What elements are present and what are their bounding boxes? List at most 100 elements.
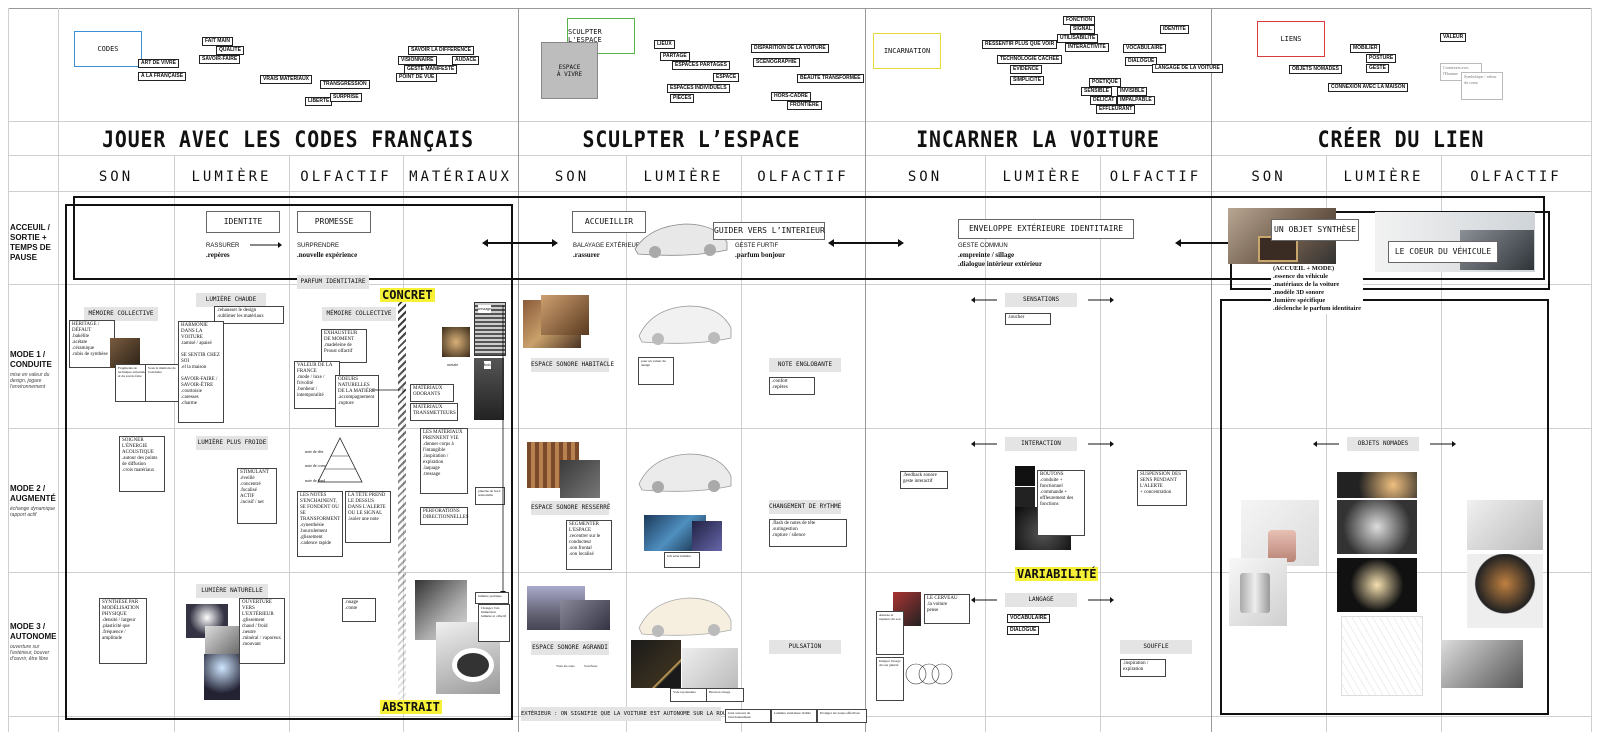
stimulant-note: STIMULANT .éveillé .concentré .focalisé … [237,468,277,524]
coeur-box: LE COEUR DU VÉHICULE [1388,241,1498,263]
section-title-codes: JOUER AVEC LES CODES FRANÇAIS [102,128,474,153]
note: Sous la mémoire de la matière [145,364,179,402]
text: GESTE COMMUN [958,243,1008,249]
text: RASSURER [206,243,240,249]
text: .empreinte / sillage [958,251,1015,259]
text: bois [484,361,491,369]
tag: SIMPLICITÉ [1010,76,1045,85]
text: GESTE FURTIF [735,243,779,249]
note: Fragments de technique artisanale et du … [115,364,149,402]
memoire-collective-son: MÉMOIRE COLLECTIVE [84,307,158,321]
note: Lumière extérieure visible [771,709,817,723]
parfum-label: PARFUM IDENTITAIRE [297,275,369,289]
tag: CONNEXION AVEC LA MAISON [1328,83,1409,92]
photo [682,648,738,688]
frame-accueil [73,196,1545,280]
lumiere-naturelle: LUMIÈRE NATURELLE [196,584,268,598]
tag: AUDACE [452,56,480,65]
double-arrow-icon [482,239,558,247]
note: MATÉRIAUX ODORANTS [410,384,454,402]
pulsation-label: PULSATION [769,640,841,654]
frame-concret-abstrait [65,204,513,720]
note: Protéger les zones effectives [817,709,867,723]
tag: LANGAGE DE LA VOITURE [1152,64,1223,73]
espace-vivre-box: ESPACE À VIVRE [541,42,598,99]
tag: EFFLEURANT [1096,105,1136,114]
text: BALAYAGE EXTÉRIEUR [573,243,641,249]
tag: DÉLICAT [1090,96,1118,105]
abstrait-label: ABSTRAIT [380,700,442,714]
photo [1240,573,1270,613]
tag: DIALOGUE [1125,57,1158,66]
tag: INTERACTIVITÉ [1065,43,1109,52]
codes-box: CODES [74,31,142,67]
tag: POÉTIQUE [1089,78,1121,87]
boutons-note: BOUTONS .conduite + fonctionnel .command… [1037,470,1085,536]
prennent-note: LES MATÉRIAUX PRENNENT VIE .donner corps… [420,428,468,494]
note: Annexe et ruptures du son [876,611,904,655]
tag: GESTE [1366,64,1389,73]
arrow-left-icon [971,597,997,603]
circles-icon [905,663,953,685]
car-sketch [638,305,732,345]
photo [1341,616,1423,696]
note: VALEUR DE LA FRANCE .mode / luxe / frivo… [294,361,340,409]
incarnation-box: INCARNATION [873,33,941,69]
photo [452,648,494,682]
tag: SCÉNOGRAPHIE [753,58,800,67]
photo [1268,530,1296,562]
objets-nomades-label: OBJETS NOMADES [1347,437,1419,451]
column-header: LUMIÈRE [643,169,724,185]
text: SURPRENDRE [297,243,340,249]
accueillir-box: ACCUEILLIR [572,211,646,233]
photo [560,460,600,498]
text: .nouvelle expérience [297,251,358,259]
tete-note: LA TÊTE PREND LE DESSUS DANS L'ALERTE OU… [345,491,391,543]
tag: SENSIBLE [1081,87,1113,96]
photo [1441,640,1523,688]
heritage-note: HÉRITAGE / DÉFAUT .bakélite .acétate .cé… [69,320,115,368]
tag: PARTAGE [660,52,690,61]
sculpter-box: SCULPTER L'ESPACE [567,18,635,54]
row-subtitle: mise en valeur du design, jogare l'envir… [10,372,50,390]
tag: OBJETS NOMADES [1289,65,1342,74]
inspiration-note: .inspiration / expiration [1120,659,1166,677]
pyramid-icon [317,437,363,483]
column-header: LUMIÈRE [1343,169,1424,185]
notes-note: LES NOTES S'ENCHAINENT, SE FONDENT OU SE… [297,491,343,557]
note: Voie rayonnante [670,688,708,702]
note: Symbolique / valeur du coeur [1461,72,1503,100]
tag: POINT DE VUE [396,73,438,82]
tag: POSTURE [1366,54,1397,63]
concret-label: CONCRET [380,288,435,302]
synthese-text: (ACCUEIL + MODE) .essence du véhicule .m… [1271,264,1363,314]
feedback-note: .feedback sonore geste interactif [900,471,948,489]
arrow-left-icon [971,297,997,303]
arrow-left-icon [1313,441,1339,447]
column-header: OLFACTIF [757,169,849,185]
arrow-right-icon [1088,441,1114,447]
espace-agrandi: ESPACE SONORE AGRANDI [531,641,609,655]
interaction-label: INTERACTION [1005,437,1077,451]
row-title: MODE 2 / AUGMENTÉ [10,484,56,503]
espace-habitacle: ESPACE SONORE HABITACLE [531,358,614,372]
column-header: LUMIÈRE [191,169,272,185]
flash-note: .flash de notes de tête .suringestion .r… [769,519,847,547]
note: Horizon visage [706,688,744,702]
tag: ESPACES INDIVIDUELS [667,84,730,93]
text: .repères [206,251,230,259]
note: PERFORATIONS DIRECTIONNELLES [420,507,469,525]
arrow-down-icon [500,305,506,595]
note: Intégrer l'usage du son généré [876,657,904,701]
tag: LIBERTÉ [305,97,333,106]
lumiere-chaude: LUMIÈRE CHAUDE [196,293,266,307]
guider-box: GUIDER VERS L’INTERIEUR [713,222,825,240]
harmonie-note: HARMONIE DANS LA VOITURE .tamisé / apais… [178,321,224,423]
objet-synthese-box: UN OBJET SYNTHÈSE [1271,219,1359,241]
tag: SURPRISE [330,93,362,102]
arrow-left-icon [971,441,997,447]
arrow-right-icon [1088,597,1114,603]
